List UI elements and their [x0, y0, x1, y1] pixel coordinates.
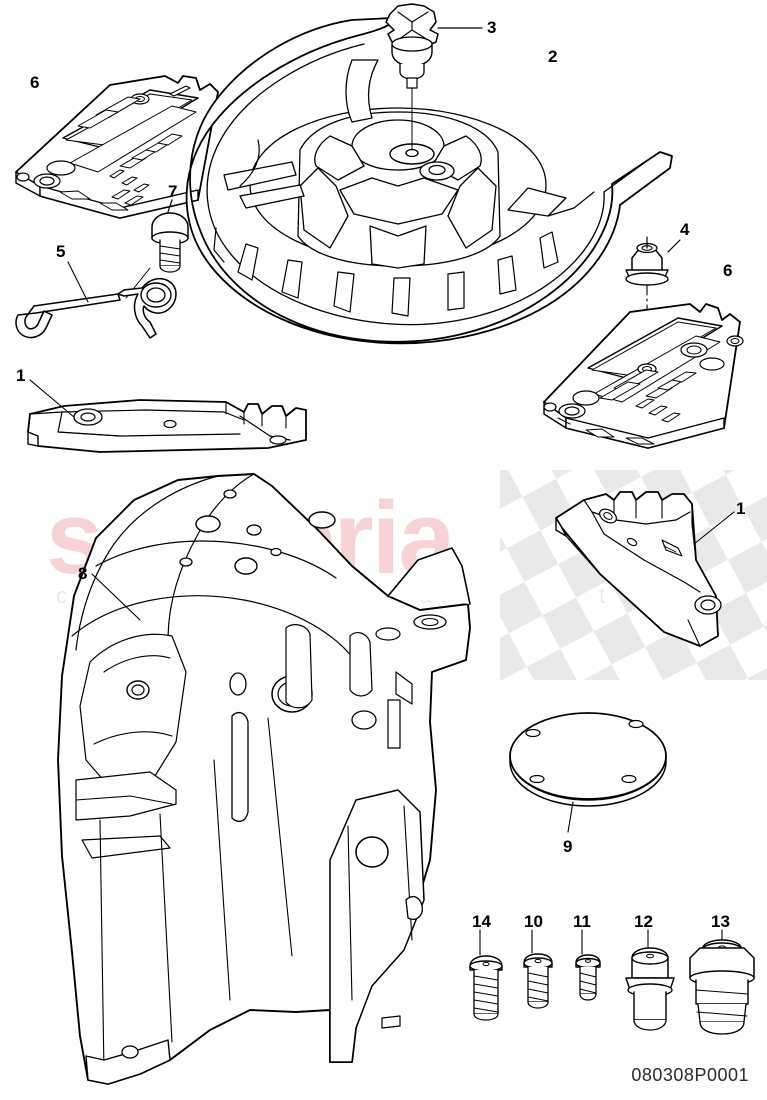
callout-3[interactable]: 3 [487, 18, 497, 37]
callout-6-right[interactable]: 6 [723, 261, 733, 280]
callout-2[interactable]: 2 [548, 47, 558, 66]
part-8-wheel-housing-panel [57, 473, 471, 1085]
callout-7[interactable]: 7 [168, 182, 178, 201]
callout-9[interactable]: 9 [563, 837, 573, 856]
part-1-support-bracket-left [27, 379, 307, 453]
drawing-number: 080308P0001 [631, 1065, 749, 1085]
callout-4[interactable]: 4 [680, 220, 690, 239]
callout-6-left[interactable]: 6 [30, 73, 40, 92]
callout-12[interactable]: 12 [634, 912, 653, 931]
part-11-screw-short [575, 929, 601, 1001]
part-7-bolt [125, 199, 189, 299]
part-13-plug-large [689, 929, 755, 1035]
callout-11[interactable]: 11 [573, 912, 591, 931]
part-1-support-bracket-right [555, 491, 735, 647]
part-9-cover-disc [509, 712, 667, 833]
part-3-wing-nut-knob [385, 3, 483, 151]
part-6-mounting-bracket-left [15, 75, 219, 219]
part-4-flange-nut [625, 236, 681, 371]
part-6-mounting-bracket-right [543, 303, 744, 449]
part-2-spare-wheel-well-tub [185, 17, 673, 345]
callout-13[interactable]: 13 [711, 912, 730, 931]
callout-14[interactable]: 14 [472, 912, 491, 931]
part-12-plug [625, 929, 675, 1031]
part-14-screw-long [469, 929, 503, 1021]
callout-5[interactable]: 5 [56, 242, 66, 261]
part-5-hook-tool [15, 261, 177, 339]
callout-10[interactable]: 10 [524, 912, 543, 931]
callout-1-right[interactable]: 1 [736, 499, 746, 518]
callout-8[interactable]: 8 [78, 564, 88, 583]
part-10-screw [523, 929, 553, 1009]
callout-1-left[interactable]: 1 [16, 366, 26, 385]
